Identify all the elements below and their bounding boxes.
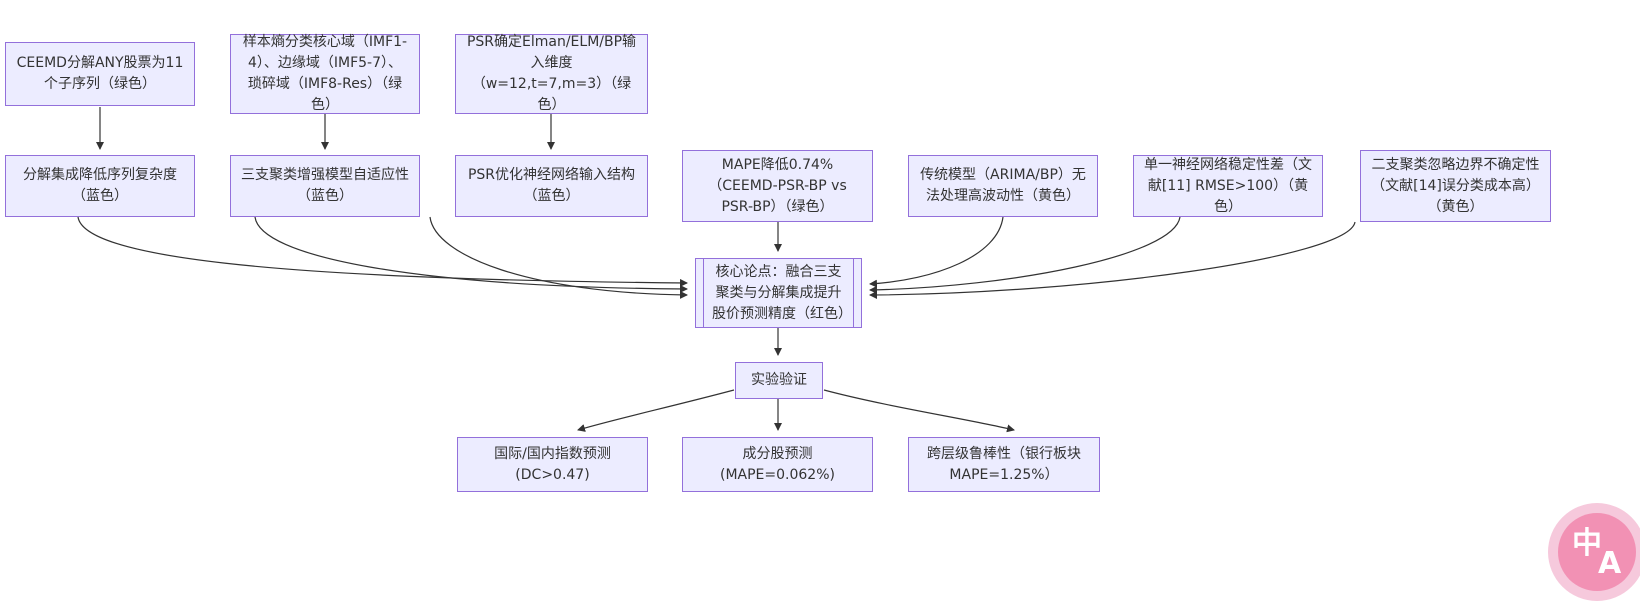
edge-j-core bbox=[869, 221, 1356, 299]
translate-floating-button[interactable]: 中 A bbox=[1548, 503, 1640, 601]
edge-f-core bbox=[429, 216, 688, 299]
node-decompose-reduce-complexity: 分解集成降低序列复杂度（蓝色） bbox=[5, 155, 195, 217]
node-ceemd-decompose: CEEMD分解ANY股票为11个子序列（绿色） bbox=[5, 42, 195, 106]
node-three-way-clustering-adaptivity: 三支聚类增强模型自适应性（蓝色） bbox=[230, 155, 420, 217]
translate-icon-chinese-char: 中 bbox=[1572, 526, 1602, 561]
edge-verify-k bbox=[577, 389, 735, 432]
edge-h-core bbox=[869, 216, 1004, 288]
node-mape-reduction: MAPE降低0.74%（CEEMD-PSR-BP vs PSR-BP）（绿色） bbox=[682, 150, 873, 222]
translate-icon-latin-char: A bbox=[1598, 546, 1622, 581]
node-cross-level-robustness: 跨层级鲁棒性（银行板块MAPE=1.25%） bbox=[908, 437, 1100, 492]
translate-icon: 中 A bbox=[1558, 513, 1636, 591]
node-sample-entropy-domains: 样本熵分类核心域（IMF1-4）、边缘域（IMF5-7）、琐碎域（IMF8-Re… bbox=[230, 34, 420, 114]
node-traditional-model-limitation: 传统模型（ARIMA/BP）无法处理高波动性（黄色） bbox=[908, 155, 1098, 217]
edge-e-core bbox=[254, 216, 688, 293]
edge-verify-m bbox=[823, 389, 1015, 433]
node-constituent-stock-prediction: 成分股预测 (MAPE=0.062%) bbox=[682, 437, 873, 492]
node-index-prediction: 国际/国内指数预测 (DC>0.47) bbox=[457, 437, 648, 492]
node-core-thesis: 核心论点：融合三支聚类与分解集成提升股价预测精度（红色） bbox=[695, 258, 862, 328]
edge-i-core bbox=[869, 216, 1181, 294]
edge-d-core bbox=[77, 216, 688, 287]
flowchart-edges bbox=[77, 107, 1356, 433]
node-psr-optimize-input-structure: PSR优化神经网络输入结构（蓝色） bbox=[455, 155, 648, 217]
node-two-way-clustering-limitation: 二支聚类忽略边界不确定性（文献[14]误分类成本高）（黄色） bbox=[1360, 150, 1551, 222]
node-single-network-instability: 单一神经网络稳定性差（文献[11] RMSE>100）（黄色） bbox=[1133, 155, 1323, 217]
flowchart-canvas: CEEMD分解ANY股票为11个子序列（绿色） 样本熵分类核心域（IMF1-4）… bbox=[5, 34, 1640, 601]
node-psr-input-dimensions: PSR确定Elman/ELM/BP输入维度（w=12,t=7,m=3）（绿色） bbox=[455, 34, 648, 114]
node-experiment-validation: 实验验证 bbox=[735, 362, 823, 399]
